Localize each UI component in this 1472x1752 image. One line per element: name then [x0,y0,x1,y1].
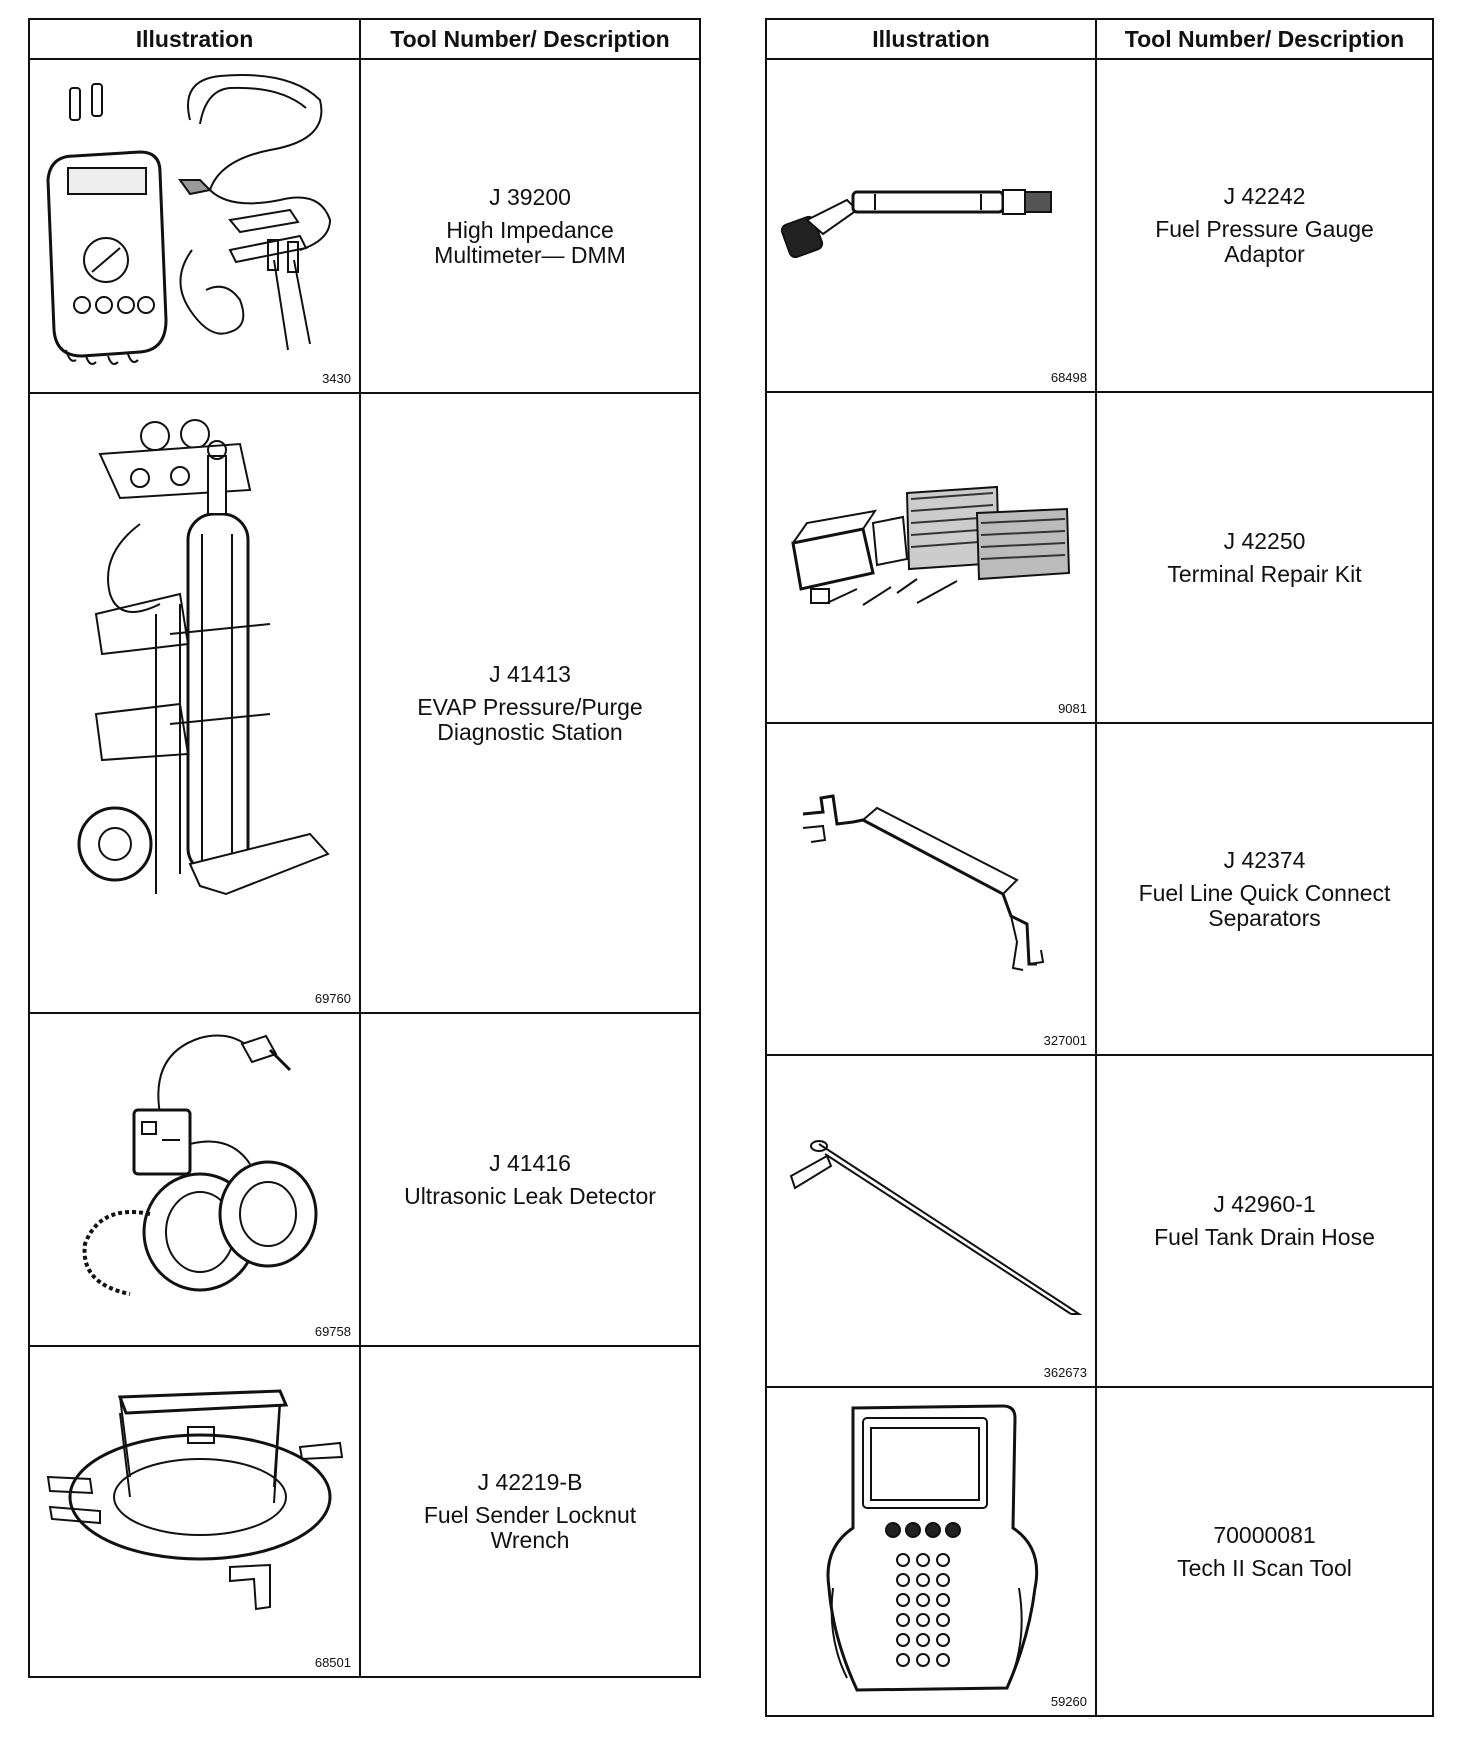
header-row: Illustration Tool Number/ Description [28,18,701,60]
figure-number: 327001 [1043,1033,1087,1048]
illustration-cell: 69760 [28,392,361,1014]
figure-number: 9081 [1058,701,1087,716]
tool-description-cell: J 41413 EVAP Pressure/Purge Diagnostic S… [359,392,701,1014]
header-row: Illustration Tool Number/ Description [765,18,1434,60]
tools-table-left: Illustration Tool Number/ Description [28,18,701,1678]
terminal-repair-kit-icon [767,393,1097,724]
tool-description-cell: J 42250 Terminal Repair Kit [1095,391,1434,724]
tool-description-cell: J 42242 Fuel Pressure Gauge Adaptor [1095,58,1434,393]
tool-number: J 42960-1 [1213,1191,1316,1217]
illustration-cell: 362673 [765,1054,1097,1388]
leak-detector-headset-icon [30,1014,361,1347]
tool-number: J 39200 [489,183,571,210]
tool-description: Fuel Line Quick Connect Separators [1138,879,1391,931]
table-row: 68501 J 42219-B Fuel Sender Locknut Wren… [28,1345,701,1678]
illustration-cell: 59260 [765,1386,1097,1717]
illustration-header: Illustration [765,18,1097,60]
tool-number: J 42250 [1223,527,1306,554]
table-row: 362673 J 42960-1 Fuel Tank Drain Hose [765,1054,1434,1388]
table-row: 69760 J 41413 EVAP Pressure/Purge Diagno… [28,392,701,1014]
tool-description: Fuel Sender Locknut Wrench [423,1502,637,1553]
tool-number: 70000081 [1213,1521,1316,1548]
scan-tool-icon [767,1388,1097,1717]
locknut-wrench-icon [30,1347,361,1678]
quick-connect-separator-icon [767,724,1097,1056]
multimeter-icon [30,60,361,394]
gauge-adaptor-hose-icon [767,60,1097,393]
tool-number: J 42374 [1223,846,1306,873]
illustration-cell: 69758 [28,1012,361,1347]
tool-description-cell: J 41416 Ultrasonic Leak Detector [359,1012,701,1347]
tool-header: Tool Number/ Description [359,18,701,60]
figure-number: 68501 [314,1655,351,1670]
tool-description: EVAP Pressure/Purge Diagnostic Station [417,693,643,745]
table-row: 69758 J 41416 Ultrasonic Leak Detector [28,1012,701,1347]
tool-number: J 41416 [489,1149,571,1176]
drain-hose-icon [767,1056,1097,1388]
table-row: 59260 70000081 Tech II Scan Tool [765,1386,1434,1717]
figure-number: 3430 [322,371,351,386]
figure-number: 69760 [314,991,351,1006]
table-row: 68498 J 42242 Fuel Pressure Gauge Adapto… [765,58,1434,393]
tool-description: Terminal Repair Kit [1167,560,1362,587]
tool-description-cell: J 42960-1 Fuel Tank Drain Hose [1095,1054,1434,1388]
evap-station-cart-icon [30,394,361,1014]
tool-description: High Impedance Multimeter— DMM [434,216,626,268]
figure-number: 69758 [314,1324,351,1339]
tools-table-right: Illustration Tool Number/ Description 68… [765,18,1434,1717]
tool-description-cell: J 42219-B Fuel Sender Locknut Wrench [359,1345,701,1678]
tool-description-cell: 70000081 Tech II Scan Tool [1095,1386,1434,1717]
tool-number: J 42219-B [477,1469,583,1495]
illustration-cell: 327001 [765,722,1097,1056]
illustration-cell: 68501 [28,1345,361,1678]
tool-description-cell: J 42374 Fuel Line Quick Connect Separato… [1095,722,1434,1056]
figure-number: 59260 [1050,1694,1087,1709]
tool-description: Tech II Scan Tool [1177,1554,1352,1581]
illustration-cell: 3430 [28,58,361,394]
tool-header: Tool Number/ Description [1095,18,1434,60]
tool-description: Ultrasonic Leak Detector [404,1182,656,1209]
tool-number: J 41413 [489,660,571,687]
tool-description: Fuel Pressure Gauge Adaptor [1155,216,1374,267]
illustration-cell: 9081 [765,391,1097,724]
table-row: 327001 J 42374 Fuel Line Quick Connect S… [765,722,1434,1056]
figure-number: 362673 [1043,1365,1087,1380]
figure-number: 68498 [1050,370,1087,385]
table-row: 9081 J 42250 Terminal Repair Kit [765,391,1434,724]
tool-description: Fuel Tank Drain Hose [1154,1224,1375,1250]
tool-description-cell: J 39200 High Impedance Multimeter— DMM [359,58,701,394]
table-row: 3430 J 39200 High Impedance Multimeter— … [28,58,701,394]
tool-number: J 42242 [1223,183,1306,209]
illustration-cell: 68498 [765,58,1097,393]
illustration-header: Illustration [28,18,361,60]
